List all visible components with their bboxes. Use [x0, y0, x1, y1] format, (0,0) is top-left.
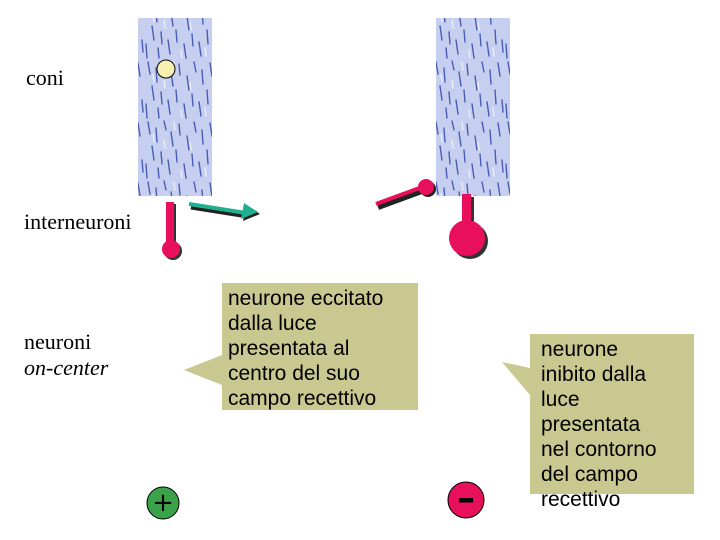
callout-inhibited-shape	[502, 334, 694, 494]
callout-inhibited-text: neurone inibito dalla luce presentata ne…	[541, 338, 657, 511]
plus-sign-icon	[146, 486, 180, 520]
minus-sign-icon	[447, 481, 485, 519]
cone-strip-left	[138, 18, 212, 196]
interneuron-right	[449, 194, 488, 259]
interneuron-left	[162, 202, 182, 260]
callout-excited-shape	[184, 283, 418, 410]
cone-strip-right	[436, 18, 510, 196]
label-interneurons: interneuroni	[24, 209, 132, 234]
callout-excited-text: neurone eccitato dalla luce presentata a…	[228, 287, 384, 410]
label-cones: coni	[26, 65, 64, 90]
label-neurons: neuroni	[24, 329, 92, 354]
inhibitory-connection	[375, 179, 436, 210]
label-on-center: on-center	[24, 355, 109, 380]
excitatory-arrow	[188, 202, 260, 221]
cone-marker	[156, 59, 176, 79]
plus-sign-label: +	[152, 488, 174, 518]
minus-sign-label: –	[457, 478, 475, 519]
